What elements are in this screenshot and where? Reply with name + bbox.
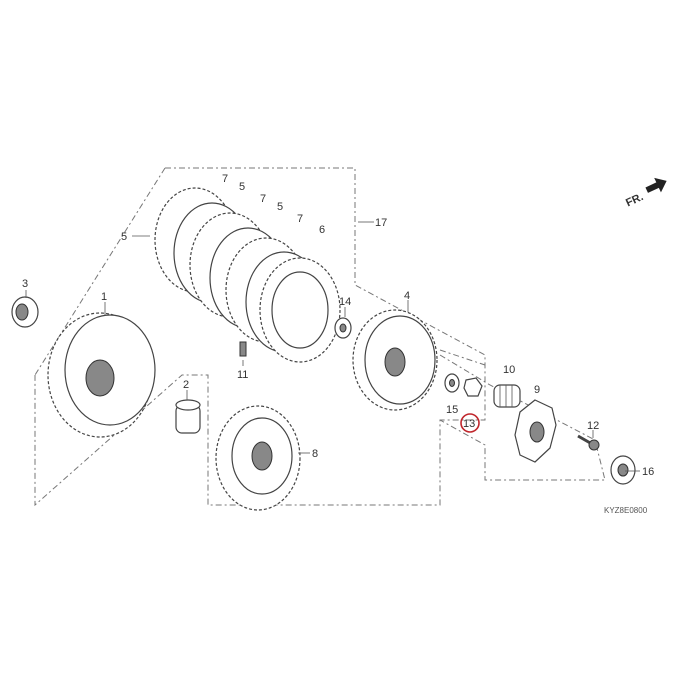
label-17: 17 [375, 217, 387, 229]
group-outline-clutch-center [439, 349, 486, 366]
label-5: 5 [121, 231, 127, 243]
part-13-lock-nut[interactable] [463, 377, 483, 397]
part-9-lifter-plate[interactable] [514, 399, 557, 463]
label-5: 5 [277, 201, 283, 213]
front-arrow-icon: FR. [624, 177, 667, 209]
part-3-bushing[interactable] [11, 296, 39, 328]
label-7: 7 [260, 193, 266, 205]
part-10-spring[interactable] [493, 384, 521, 408]
label-13[interactable]: 13 [463, 418, 475, 430]
label-16: 16 [642, 466, 654, 478]
part-14-washer[interactable] [334, 317, 352, 339]
label-9: 9 [534, 384, 540, 396]
clutch-plates-stack[interactable] [154, 187, 341, 363]
label-14: 14 [339, 296, 351, 308]
part-1-clutch-outer[interactable] [47, 312, 156, 438]
part-16-bearing[interactable] [610, 455, 636, 485]
label-1: 1 [101, 291, 107, 303]
label-12: 12 [587, 420, 599, 432]
part-2-collar[interactable] [175, 399, 201, 434]
label-11: 11 [237, 369, 248, 381]
highlight-circle-13 [460, 413, 480, 433]
label-5: 5 [239, 181, 245, 193]
label-4: 4 [404, 290, 410, 302]
part-4-pressure-plate[interactable] [352, 309, 438, 411]
label-3: 3 [22, 278, 28, 290]
group-outline-left [34, 167, 166, 376]
label-10: 10 [503, 364, 515, 376]
group-outline-main [34, 167, 486, 507]
diagram-code: KYZ8E0800 [604, 506, 648, 515]
part-11-pin[interactable] [239, 341, 247, 357]
label-2: 2 [183, 379, 189, 391]
group-outline-lifter [439, 354, 606, 481]
part-12-bolt[interactable] [577, 434, 600, 451]
label-8: 8 [312, 448, 318, 460]
label-7: 7 [222, 173, 228, 185]
part-8-clutch-center[interactable] [215, 405, 301, 511]
label-6: 6 [319, 224, 325, 236]
front-indicator-label: FR. [624, 191, 645, 209]
label-7: 7 [297, 213, 303, 225]
leader-lines [25, 221, 640, 472]
label-15: 15 [446, 404, 458, 416]
part-15-washer[interactable] [444, 373, 460, 393]
